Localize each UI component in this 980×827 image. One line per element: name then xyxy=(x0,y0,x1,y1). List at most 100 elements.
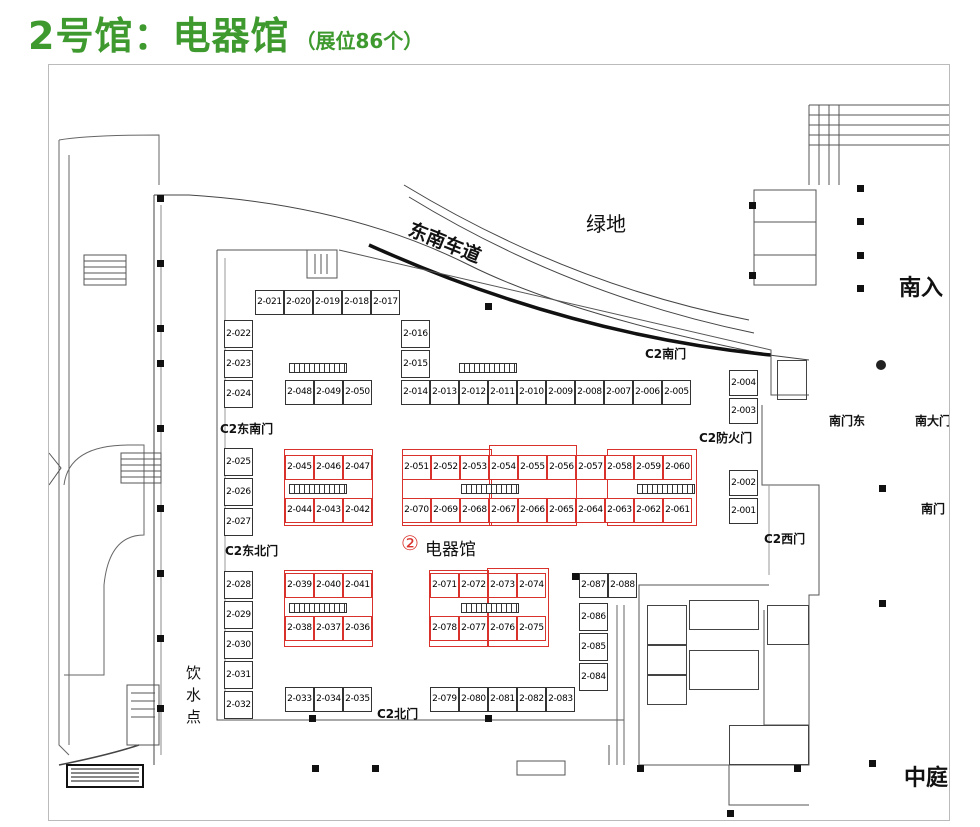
service-room xyxy=(647,675,687,705)
booth-2-079[interactable]: 2-079 xyxy=(430,687,459,712)
booth-2-030[interactable]: 2-030 xyxy=(224,631,253,659)
pillar xyxy=(157,570,164,577)
booth-2-067[interactable]: 2-067 xyxy=(489,498,518,523)
display-stand xyxy=(289,484,347,494)
booth-2-006[interactable]: 2-006 xyxy=(633,380,662,405)
booth-2-084[interactable]: 2-084 xyxy=(579,663,608,691)
booth-2-027[interactable]: 2-027 xyxy=(224,508,253,536)
booth-2-057[interactable]: 2-057 xyxy=(576,455,605,480)
booth-2-069[interactable]: 2-069 xyxy=(431,498,460,523)
booth-2-031[interactable]: 2-031 xyxy=(224,661,253,689)
booth-2-077[interactable]: 2-077 xyxy=(459,616,488,641)
booth-2-083[interactable]: 2-083 xyxy=(546,687,575,712)
booth-2-029[interactable]: 2-029 xyxy=(224,601,253,629)
booth-2-046[interactable]: 2-046 xyxy=(314,455,343,480)
booth-2-080[interactable]: 2-080 xyxy=(459,687,488,712)
booth-2-068[interactable]: 2-068 xyxy=(460,498,489,523)
booth-2-014[interactable]: 2-014 xyxy=(401,380,430,405)
pillar xyxy=(749,272,756,279)
booth-2-007[interactable]: 2-007 xyxy=(604,380,633,405)
booth-2-059[interactable]: 2-059 xyxy=(634,455,663,480)
booth-2-043[interactable]: 2-043 xyxy=(314,498,343,523)
booth-2-049[interactable]: 2-049 xyxy=(314,380,343,405)
booth-2-058[interactable]: 2-058 xyxy=(605,455,634,480)
hall-number: ② xyxy=(401,531,419,555)
booth-2-040[interactable]: 2-040 xyxy=(314,573,343,598)
booth-2-013[interactable]: 2-013 xyxy=(430,380,459,405)
booth-2-056[interactable]: 2-056 xyxy=(547,455,576,480)
booth-2-070[interactable]: 2-070 xyxy=(402,498,431,523)
booth-2-033[interactable]: 2-033 xyxy=(285,687,314,712)
booth-2-050[interactable]: 2-050 xyxy=(343,380,372,405)
booth-2-052[interactable]: 2-052 xyxy=(431,455,460,480)
booth-2-021[interactable]: 2-021 xyxy=(255,290,284,315)
booth-2-026[interactable]: 2-026 xyxy=(224,478,253,506)
booth-2-078[interactable]: 2-078 xyxy=(430,616,459,641)
booth-2-018[interactable]: 2-018 xyxy=(342,290,371,315)
booth-2-016[interactable]: 2-016 xyxy=(401,320,430,348)
booth-2-082[interactable]: 2-082 xyxy=(517,687,546,712)
booth-2-051[interactable]: 2-051 xyxy=(402,455,431,480)
booth-2-024[interactable]: 2-024 xyxy=(224,380,253,408)
stage xyxy=(66,764,144,788)
booth-2-028[interactable]: 2-028 xyxy=(224,571,253,599)
booth-2-017[interactable]: 2-017 xyxy=(371,290,400,315)
booth-2-060[interactable]: 2-060 xyxy=(663,455,692,480)
booth-2-003[interactable]: 2-003 xyxy=(729,398,758,424)
booth-2-038[interactable]: 2-038 xyxy=(285,616,314,641)
booth-2-088[interactable]: 2-088 xyxy=(608,573,637,598)
booth-2-008[interactable]: 2-008 xyxy=(575,380,604,405)
zone-highlight xyxy=(607,449,697,526)
booth-2-039[interactable]: 2-039 xyxy=(285,573,314,598)
booth-2-004[interactable]: 2-004 xyxy=(729,370,758,396)
booth-2-034[interactable]: 2-034 xyxy=(314,687,343,712)
pillar xyxy=(869,760,876,767)
booth-2-064[interactable]: 2-064 xyxy=(576,498,605,523)
booth-2-071[interactable]: 2-071 xyxy=(430,573,459,598)
booth-2-066[interactable]: 2-066 xyxy=(518,498,547,523)
booth-2-065[interactable]: 2-065 xyxy=(547,498,576,523)
booth-2-042[interactable]: 2-042 xyxy=(343,498,372,523)
booth-2-061[interactable]: 2-061 xyxy=(663,498,692,523)
booth-2-087[interactable]: 2-087 xyxy=(579,573,608,598)
booth-2-001[interactable]: 2-001 xyxy=(729,498,758,524)
booth-2-073[interactable]: 2-073 xyxy=(488,573,517,598)
booth-2-074[interactable]: 2-074 xyxy=(517,573,546,598)
booth-2-047[interactable]: 2-047 xyxy=(343,455,372,480)
booth-2-037[interactable]: 2-037 xyxy=(314,616,343,641)
booth-2-062[interactable]: 2-062 xyxy=(634,498,663,523)
booth-2-045[interactable]: 2-045 xyxy=(285,455,314,480)
booth-2-036[interactable]: 2-036 xyxy=(343,616,372,641)
booth-2-055[interactable]: 2-055 xyxy=(518,455,547,480)
booth-2-015[interactable]: 2-015 xyxy=(401,350,430,378)
booth-2-025[interactable]: 2-025 xyxy=(224,448,253,476)
booth-2-085[interactable]: 2-085 xyxy=(579,633,608,661)
booth-2-023[interactable]: 2-023 xyxy=(224,350,253,378)
booth-2-072[interactable]: 2-072 xyxy=(459,573,488,598)
booth-2-054[interactable]: 2-054 xyxy=(489,455,518,480)
booth-2-002[interactable]: 2-002 xyxy=(729,470,758,496)
booth-2-053[interactable]: 2-053 xyxy=(460,455,489,480)
booth-2-086[interactable]: 2-086 xyxy=(579,603,608,631)
booth-2-063[interactable]: 2-063 xyxy=(605,498,634,523)
booth-2-048[interactable]: 2-048 xyxy=(285,380,314,405)
green-label: 绿地 xyxy=(586,212,626,236)
booth-2-075[interactable]: 2-075 xyxy=(517,616,546,641)
booth-2-032[interactable]: 2-032 xyxy=(224,691,253,719)
booth-2-012[interactable]: 2-012 xyxy=(459,380,488,405)
road-curve-1 xyxy=(403,184,750,321)
booth-2-019[interactable]: 2-019 xyxy=(313,290,342,315)
booth-2-011[interactable]: 2-011 xyxy=(488,380,517,405)
booth-2-044[interactable]: 2-044 xyxy=(285,498,314,523)
booth-2-081[interactable]: 2-081 xyxy=(488,687,517,712)
booth-2-005[interactable]: 2-005 xyxy=(662,380,691,405)
booth-2-010[interactable]: 2-010 xyxy=(517,380,546,405)
booth-2-035[interactable]: 2-035 xyxy=(343,687,372,712)
pillar xyxy=(157,705,164,712)
booth-2-020[interactable]: 2-020 xyxy=(284,290,313,315)
pillar xyxy=(372,765,379,772)
booth-2-041[interactable]: 2-041 xyxy=(343,573,372,598)
booth-2-076[interactable]: 2-076 xyxy=(488,616,517,641)
booth-2-022[interactable]: 2-022 xyxy=(224,320,253,348)
booth-2-009[interactable]: 2-009 xyxy=(546,380,575,405)
